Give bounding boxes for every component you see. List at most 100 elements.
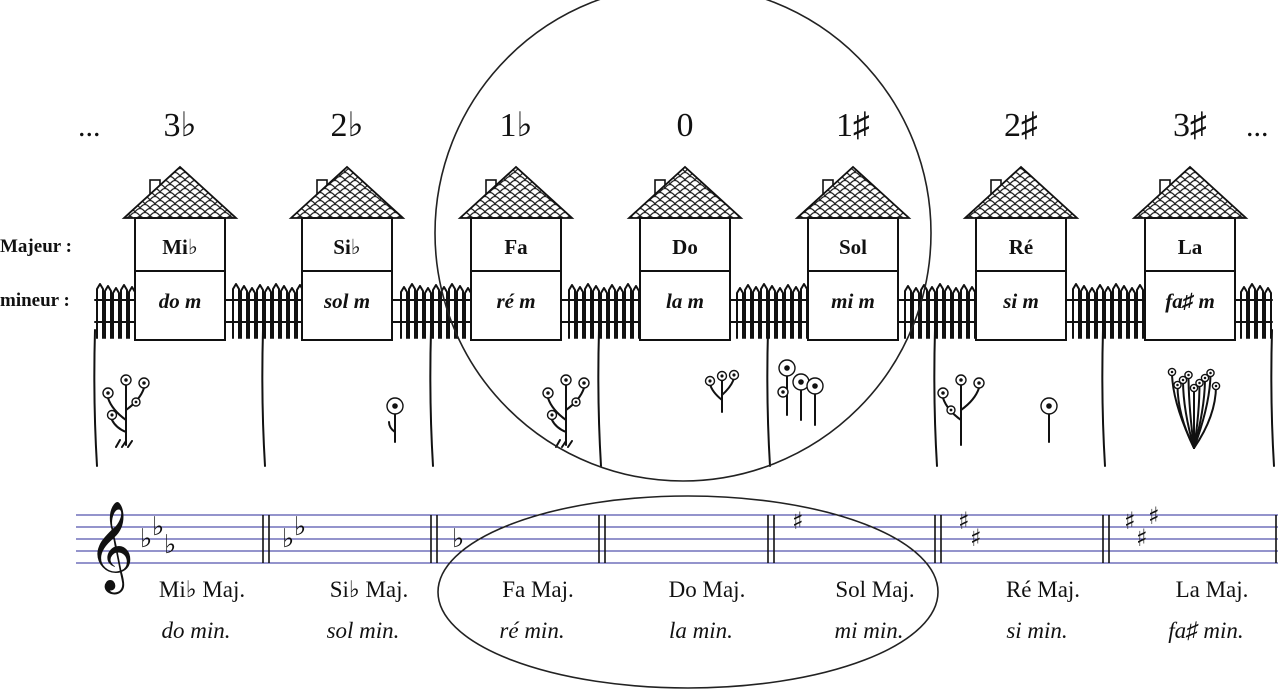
sharp-icon: ♯ bbox=[1136, 524, 1148, 552]
fence-picket bbox=[1264, 287, 1272, 339]
house-wall bbox=[975, 217, 1067, 341]
sharp-icon: ♯ bbox=[1148, 502, 1160, 530]
flat-icon: ♭ bbox=[294, 512, 306, 542]
house-major-key-2: Fa bbox=[504, 235, 528, 259]
key-signature-count-0: 3♭ bbox=[163, 107, 196, 144]
blossom-center bbox=[564, 378, 568, 382]
caption-minor-4: mi min. bbox=[835, 618, 904, 643]
fence-picket bbox=[264, 286, 272, 339]
fence-picket bbox=[1248, 283, 1256, 339]
caption-minor-3: la min. bbox=[669, 618, 733, 643]
house-wall bbox=[134, 217, 226, 341]
flower-gardens bbox=[102, 359, 1221, 449]
house-major-key-1: Si♭ bbox=[333, 235, 360, 259]
blossom-center bbox=[1203, 376, 1207, 380]
garden-divider bbox=[261, 329, 266, 467]
fence-picket bbox=[416, 285, 424, 339]
treble-clef-icon: 𝄞 bbox=[88, 501, 134, 595]
fence-picket bbox=[784, 284, 792, 339]
fence-picket bbox=[632, 285, 640, 339]
flower-5-b bbox=[1040, 397, 1058, 443]
flat-icon: ♭ bbox=[140, 524, 152, 554]
roof bbox=[1131, 165, 1249, 219]
fence-picket bbox=[288, 287, 296, 339]
house-minor-key-2: ré m bbox=[496, 289, 535, 313]
sharp-icon: ♯ bbox=[792, 507, 804, 535]
fence-picket bbox=[792, 286, 800, 339]
house-2: Fa ré m bbox=[457, 165, 575, 341]
blossom-center bbox=[798, 379, 804, 385]
fence-picket bbox=[280, 285, 288, 339]
blossom-center bbox=[784, 365, 790, 371]
fence-picket bbox=[1128, 287, 1136, 339]
sharp-icon: ♯ bbox=[958, 507, 970, 535]
garden-divider bbox=[93, 329, 98, 467]
minor-row-label: mineur : bbox=[0, 290, 70, 311]
stem bbox=[115, 439, 133, 448]
stem bbox=[555, 439, 573, 448]
blossom-center bbox=[582, 381, 586, 385]
ellipsis-right: ... bbox=[1246, 110, 1269, 143]
key-signature-count-5: 2♯ bbox=[1004, 107, 1038, 144]
fence-picket bbox=[408, 283, 416, 339]
stem bbox=[547, 384, 585, 446]
blossom-center bbox=[708, 379, 712, 383]
caption-major-3: Do Maj. bbox=[669, 577, 746, 602]
stem bbox=[1193, 385, 1217, 449]
fence-picket bbox=[936, 283, 944, 339]
fence-picket bbox=[1120, 285, 1128, 339]
fence-picket bbox=[248, 287, 256, 339]
house-major-key-3: Do bbox=[672, 235, 698, 259]
fence-picket bbox=[736, 287, 744, 339]
fence-picket bbox=[1096, 284, 1104, 339]
fence-picket bbox=[616, 286, 624, 339]
caption-minor-1: sol min. bbox=[327, 618, 400, 643]
blossom-center bbox=[550, 413, 554, 417]
fence-picket bbox=[800, 283, 808, 339]
caption-minor-2: ré min. bbox=[499, 618, 564, 643]
key-signature-count-2: 1♭ bbox=[499, 107, 532, 144]
fence-picket bbox=[400, 286, 408, 339]
fence-picket bbox=[576, 286, 584, 339]
blossom-center bbox=[732, 373, 736, 377]
fence-picket bbox=[968, 286, 976, 339]
house-minor-key-5: si m bbox=[1002, 289, 1039, 313]
fence-picket bbox=[776, 287, 784, 339]
caption-major-4: Sol Maj. bbox=[835, 577, 914, 602]
blossom-center bbox=[110, 413, 114, 417]
fence-picket bbox=[440, 286, 448, 339]
flat-icon: ♭ bbox=[164, 530, 176, 560]
house-minor-key-0: do m bbox=[159, 289, 202, 313]
fence-picket bbox=[600, 287, 608, 339]
fence-picket bbox=[1240, 286, 1248, 339]
roof bbox=[626, 165, 744, 219]
blossom-center bbox=[134, 400, 138, 404]
garden-divider bbox=[933, 329, 938, 467]
garden-divider bbox=[1101, 329, 1106, 467]
house-1: Si♭sol m bbox=[288, 165, 406, 341]
fence-picket bbox=[120, 284, 128, 339]
house-major-key-0: Mi♭ bbox=[162, 235, 198, 259]
caption-minor-6: fa♯ min. bbox=[1168, 618, 1243, 643]
roof bbox=[457, 165, 575, 219]
house-wall bbox=[470, 217, 562, 341]
blossom-center bbox=[106, 391, 110, 395]
caption-major-2: Fa Maj. bbox=[502, 577, 574, 602]
blossom-center bbox=[1214, 384, 1218, 388]
house-minor-key-6: fa♯ m bbox=[1165, 289, 1215, 313]
fence-picket bbox=[456, 285, 464, 339]
music-staff: 𝄞♭♭♭♭♭♭♯♯♯♯♯♯ bbox=[76, 501, 1278, 595]
fence-picket bbox=[608, 284, 616, 339]
blossom-center bbox=[1209, 371, 1212, 375]
fence-picket bbox=[232, 283, 240, 339]
blossom-center bbox=[941, 391, 945, 395]
blossom-center bbox=[720, 374, 724, 378]
blossom-center bbox=[124, 378, 128, 382]
house-wall bbox=[807, 217, 899, 341]
roof bbox=[962, 165, 1080, 219]
